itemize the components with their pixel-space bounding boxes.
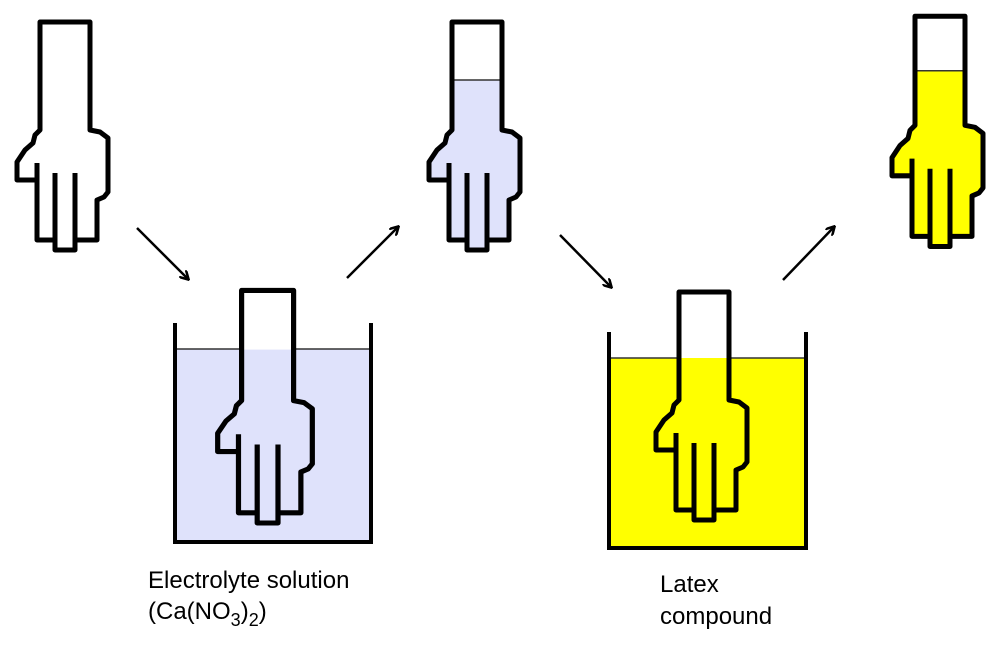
latex-beaker-outline [607, 332, 808, 550]
electrolyte-beaker-outline [173, 323, 373, 544]
electrolyte-formula: (Ca(NO3)2) [148, 598, 267, 630]
bare-hand-former [14, 19, 111, 253]
latex-label-line2: compound [660, 603, 772, 630]
hand-coated-electrolyte [426, 19, 523, 253]
arrow-to-electrolyte [136, 227, 188, 279]
hand-former-outline [653, 289, 750, 523]
hand-former-outline [14, 19, 111, 253]
hand-former-outline [889, 13, 986, 250]
uncoated-wrist [452, 22, 502, 80]
hand-dipped-in-electrolyte [215, 287, 315, 526]
hand-former-fill [17, 22, 108, 250]
uncoated-wrist [915, 16, 965, 71]
arrow-to-latex [559, 234, 611, 287]
hand-former-outline [215, 287, 315, 526]
hand-former-outline [426, 19, 523, 253]
uncoated-wrist [679, 292, 729, 358]
electrolyte-label: Electrolyte solution [148, 567, 349, 594]
hand-former-fill [892, 16, 983, 247]
hand-dipped-in-latex [653, 289, 750, 523]
hand-coated-latex [889, 13, 986, 250]
latex-label: Latex [660, 571, 719, 598]
arrow-out-of-electrolyte [346, 227, 398, 279]
arrow-out-of-latex [782, 227, 834, 281]
uncoated-wrist [241, 290, 294, 350]
